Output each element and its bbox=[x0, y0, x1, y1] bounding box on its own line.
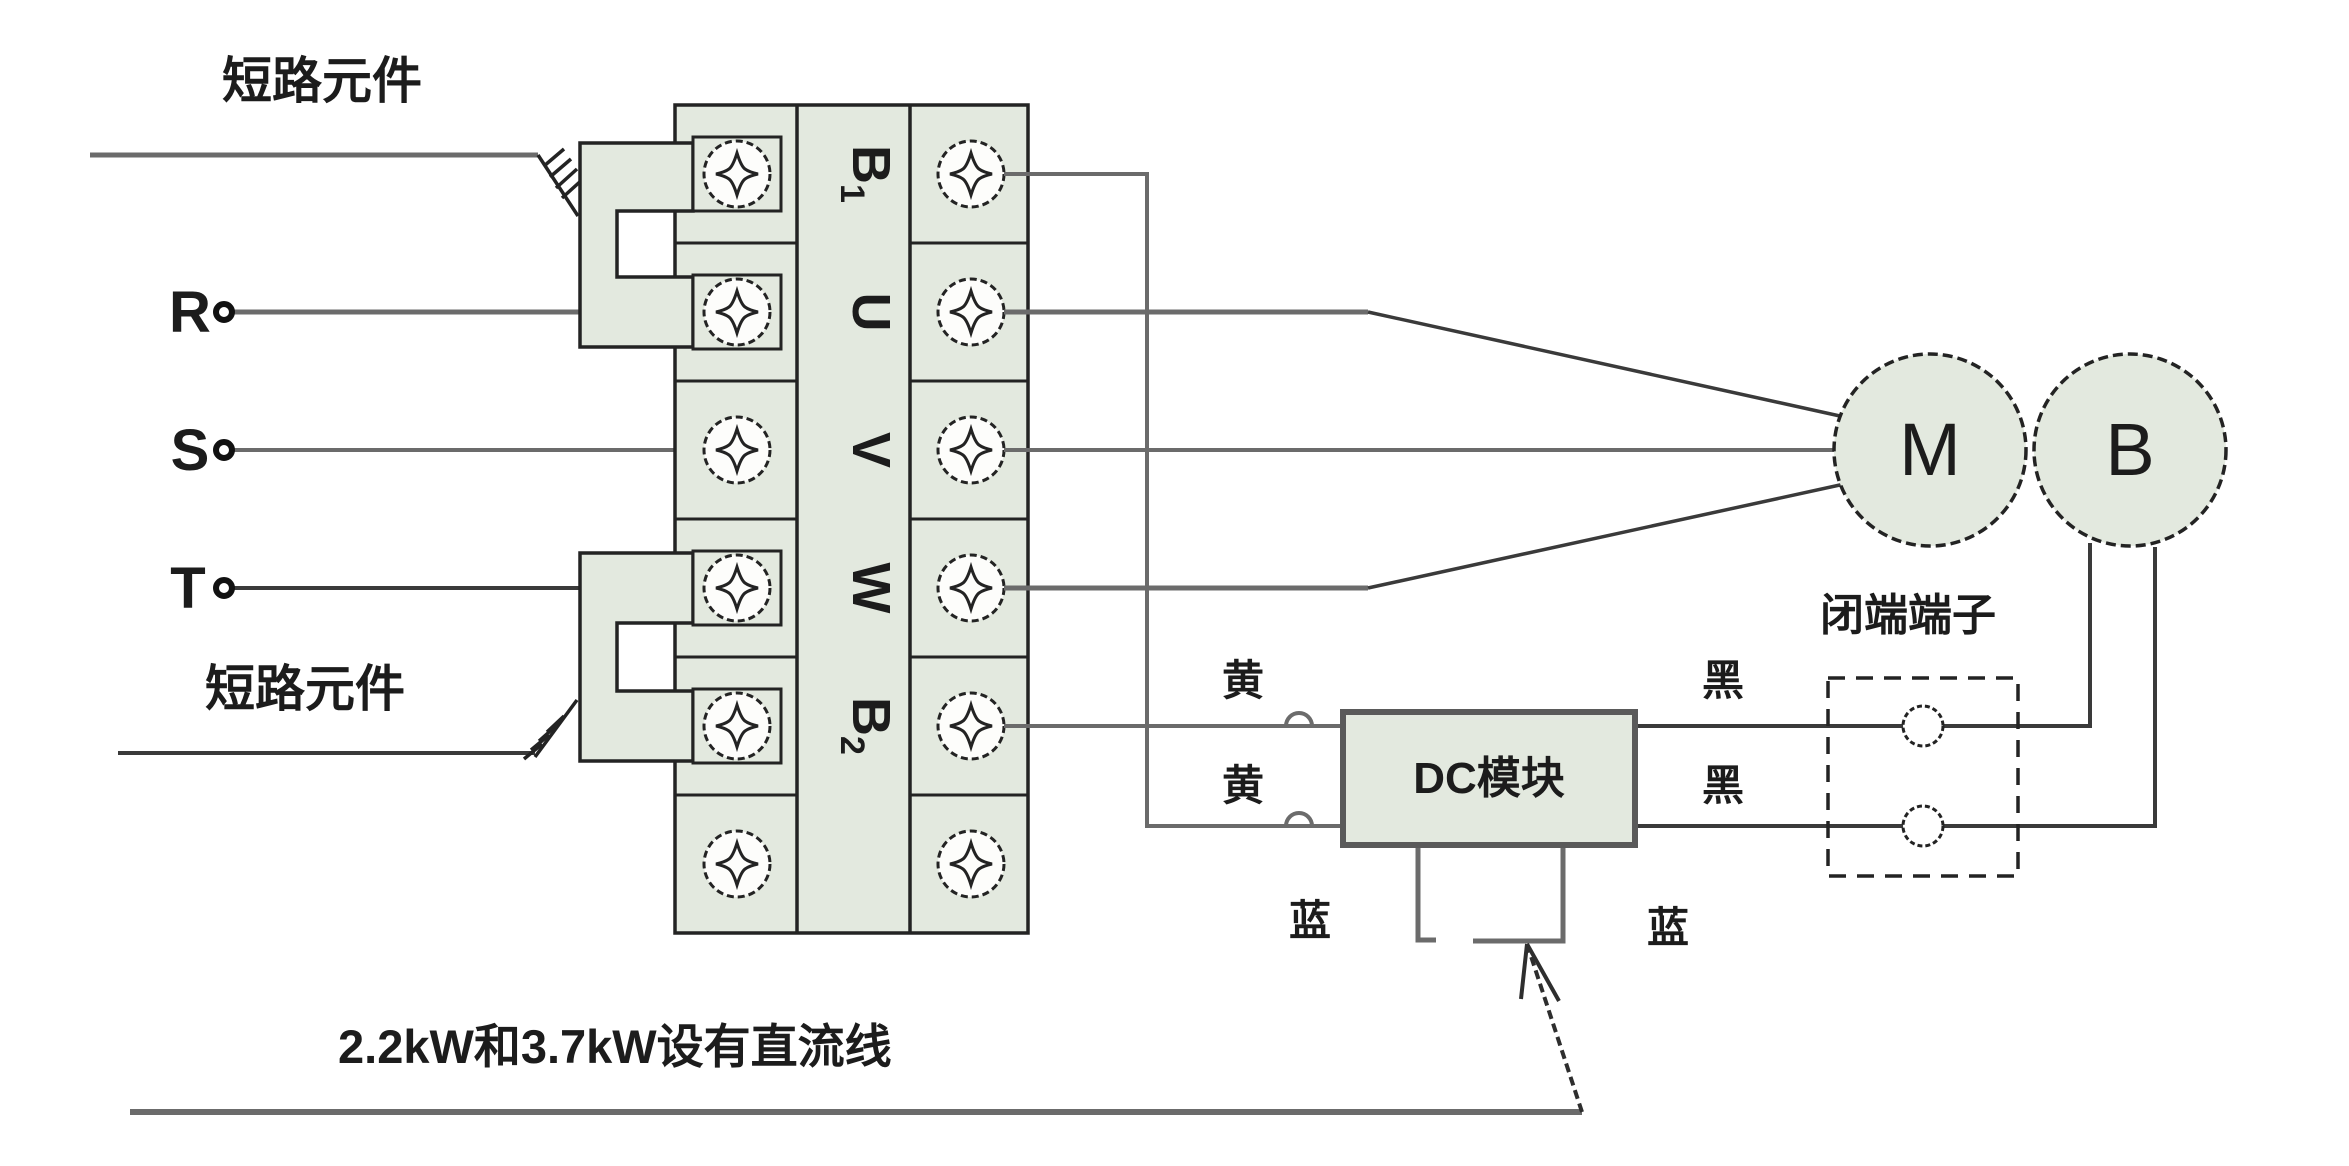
leader-arrow-top bbox=[536, 147, 585, 217]
screw-icon bbox=[702, 829, 772, 899]
hatch-stroke bbox=[529, 733, 551, 752]
hatch-stroke bbox=[545, 714, 566, 734]
screws bbox=[702, 139, 1006, 899]
terminal-label-v: V bbox=[841, 432, 901, 468]
brake-circle bbox=[2032, 352, 2228, 548]
hatch-stroke bbox=[554, 167, 579, 190]
screw-icon bbox=[936, 139, 1006, 209]
leader-line-bottom bbox=[533, 698, 579, 759]
hatch-stroke bbox=[522, 742, 544, 761]
label-yellow-2: 黄 bbox=[1222, 762, 1264, 809]
wire-hop bbox=[1284, 811, 1314, 827]
dc-line-arrowhead bbox=[1519, 943, 1561, 1002]
label-closed-end-terminal: 闭端端子 bbox=[1820, 591, 1996, 640]
brake-label: B bbox=[2105, 408, 2154, 491]
screw-icon bbox=[702, 691, 772, 761]
wire-u-diagonal bbox=[1367, 310, 1850, 420]
wire-hop bbox=[1284, 711, 1314, 727]
closed-end-terminal-circle bbox=[1901, 704, 1945, 748]
terminal-label-b1: B1 bbox=[833, 145, 901, 203]
output-wires bbox=[130, 172, 2157, 1115]
annotations: 短路元件 短路元件 R S T 闭端端子 黄 黄 黑 黑 蓝 蓝 2.2kW和3… bbox=[169, 53, 1996, 1073]
label-blue-2: 蓝 bbox=[1647, 904, 1689, 951]
row-dividers bbox=[675, 241, 1028, 797]
wire-blue-bottom bbox=[1473, 845, 1566, 944]
screw-icon bbox=[702, 415, 772, 485]
terminal-dot-t bbox=[213, 577, 235, 599]
wire-black-lower bbox=[1635, 547, 2157, 828]
screw-icon bbox=[936, 691, 1006, 761]
label-short-circuit-bottom: 短路元件 bbox=[205, 661, 405, 717]
screw-icon bbox=[936, 277, 1006, 347]
hatch-stroke bbox=[542, 147, 566, 168]
closed-end-terminal-circle bbox=[1901, 804, 1945, 848]
terminal-label-w: W bbox=[841, 563, 901, 614]
dc-module-box bbox=[1340, 709, 1638, 848]
hatch-stroke bbox=[548, 157, 573, 179]
label-yellow-1: 黄 bbox=[1222, 657, 1264, 704]
terminal-label-u: U bbox=[841, 293, 901, 332]
dc-module-label: DC模块 bbox=[1413, 754, 1565, 803]
wire-black-upper bbox=[1635, 543, 2092, 728]
dc-module: DC模块 bbox=[1340, 709, 1638, 848]
terminal-block: B1 U V W B2 bbox=[578, 103, 1030, 935]
input-wires bbox=[90, 152, 708, 755]
closed-end-terminals bbox=[1826, 676, 2020, 878]
motor-label: M bbox=[1899, 408, 1961, 491]
wire-blue-left bbox=[1415, 845, 1436, 943]
label-phase-s: S bbox=[171, 418, 210, 483]
wire-w-diagonal bbox=[1367, 481, 1850, 590]
motor-brake: M B bbox=[1832, 352, 2228, 548]
label-bottom-note: 2.2kW和3.7kW设有直流线 bbox=[338, 1020, 892, 1073]
label-short-circuit-top: 短路元件 bbox=[222, 53, 422, 109]
terminal-labels: B1 U V W B2 bbox=[833, 145, 901, 755]
label-phase-t: T bbox=[170, 556, 205, 621]
terminal-label-b2: B2 bbox=[833, 697, 901, 755]
terminal-dot-s bbox=[213, 439, 235, 461]
terminal-dot-r bbox=[213, 301, 235, 323]
column-separators bbox=[795, 105, 912, 933]
dc-line-arrow-tail bbox=[1525, 943, 1584, 1113]
label-blue-1: 蓝 bbox=[1289, 897, 1331, 944]
label-black-1: 黑 bbox=[1702, 657, 1744, 704]
screw-icon bbox=[702, 553, 772, 623]
label-phase-r: R bbox=[169, 280, 211, 345]
screw-icon bbox=[936, 553, 1006, 623]
screw-icon bbox=[936, 415, 1006, 485]
screw-icon bbox=[702, 277, 772, 347]
screw-icon bbox=[702, 139, 772, 209]
closed-end-terminal-box bbox=[1826, 676, 2020, 878]
leader-arrow-bottom bbox=[522, 698, 579, 761]
wire-b1-to-dc bbox=[1004, 172, 1343, 828]
label-black-2: 黑 bbox=[1702, 762, 1744, 809]
motor-circle bbox=[1832, 352, 2028, 548]
screw-icon bbox=[936, 829, 1006, 899]
